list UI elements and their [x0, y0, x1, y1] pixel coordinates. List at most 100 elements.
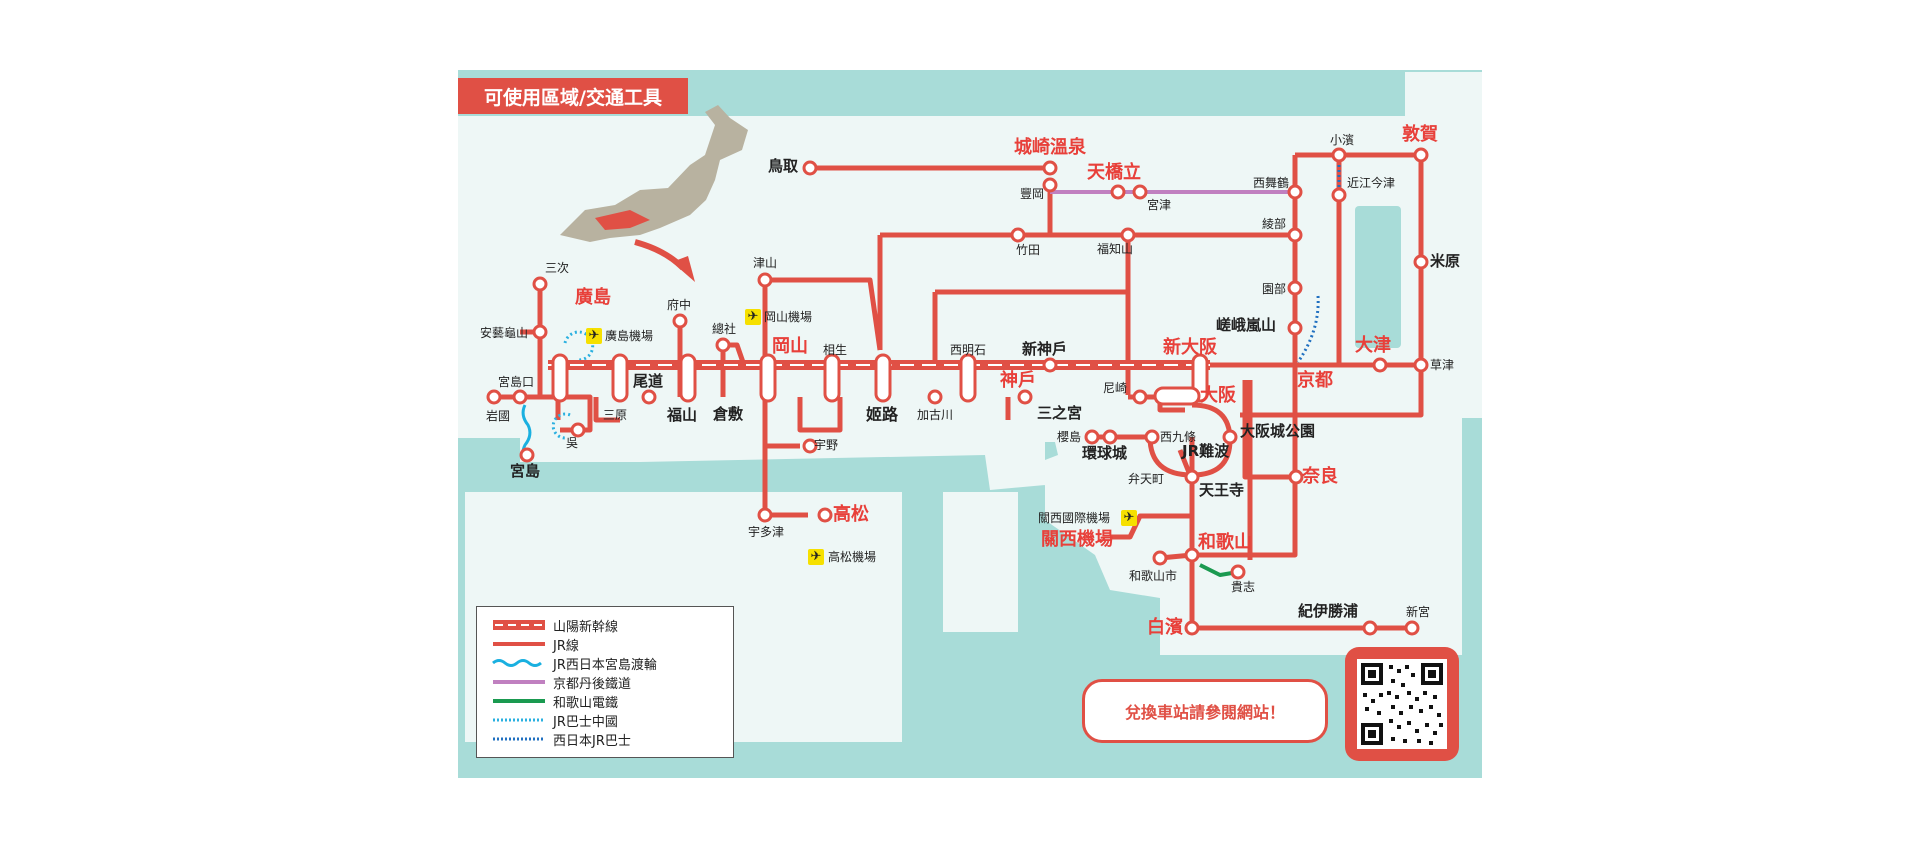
station-marker[interactable]: [715, 337, 731, 353]
station-label-nishi-maizuru[interactable]: 西舞鶴: [1253, 176, 1290, 190]
station-label-miyazu[interactable]: 宮津: [1147, 198, 1172, 212]
station-label-tennoji[interactable]: 天王寺: [1199, 481, 1245, 499]
airport-label-okayama[interactable]: 岡山機場: [764, 310, 813, 324]
station-marker[interactable]: [532, 324, 548, 340]
station-marker[interactable]: [927, 389, 943, 405]
station-label-amagasaki[interactable]: 尼崎: [1103, 381, 1128, 395]
station-label-toyooka[interactable]: 豐岡: [1020, 187, 1045, 201]
station-label-sannomiya[interactable]: 三之宮: [1037, 404, 1083, 422]
station-marker[interactable]: [1372, 357, 1388, 373]
station-marker[interactable]: [1222, 429, 1238, 445]
station-label-kyoto[interactable]: 京都: [1297, 370, 1333, 391]
station-marker[interactable]: [1184, 469, 1200, 485]
station-marker[interactable]: [1042, 160, 1058, 176]
station-marker[interactable]: [1153, 386, 1201, 406]
station-marker[interactable]: [1144, 429, 1160, 445]
station-marker[interactable]: [1413, 147, 1429, 163]
station-label-amanohashidate[interactable]: 天橋立: [1087, 162, 1141, 183]
station-label-kurashiki[interactable]: 倉敷: [713, 405, 744, 423]
station-marker[interactable]: [802, 438, 818, 454]
station-marker[interactable]: [611, 353, 629, 403]
station-label-kansai-airport[interactable]: 關西機場: [1041, 529, 1113, 550]
station-marker[interactable]: [1132, 184, 1148, 200]
station-label-wakayamashi[interactable]: 和歌山市: [1129, 569, 1178, 583]
station-marker[interactable]: [757, 507, 773, 523]
station-label-fuchu[interactable]: 府中: [667, 298, 692, 312]
station-marker[interactable]: [486, 389, 502, 405]
station-label-omi-imazu[interactable]: 近江今津: [1347, 176, 1396, 190]
station-marker[interactable]: [512, 389, 528, 405]
station-label-onomichi[interactable]: 尾道: [633, 372, 664, 390]
station-label-bentencho[interactable]: 弁天町: [1128, 472, 1165, 486]
station-marker[interactable]: [1287, 320, 1303, 336]
station-marker[interactable]: [1084, 429, 1100, 445]
station-marker[interactable]: [959, 353, 977, 403]
station-label-hiroshima[interactable]: 廣島: [575, 287, 611, 308]
station-marker[interactable]: [1010, 227, 1026, 243]
station-marker[interactable]: [1230, 564, 1246, 580]
station-marker[interactable]: [641, 389, 657, 405]
station-marker[interactable]: [1362, 620, 1378, 636]
station-marker[interactable]: [759, 353, 777, 403]
station-label-nara[interactable]: 奈良: [1302, 466, 1338, 487]
station-label-shin-kobe[interactable]: 新神戶: [1022, 340, 1068, 358]
station-label-obama[interactable]: 小濱: [1330, 133, 1355, 147]
station-label-kakogawa[interactable]: 加古川: [917, 408, 954, 422]
station-label-takamatsu[interactable]: 高松: [833, 504, 869, 525]
station-label-uwazu[interactable]: 宇多津: [748, 525, 785, 539]
station-label-osakajo[interactable]: 大阪城公園: [1240, 422, 1316, 440]
station-marker[interactable]: [817, 507, 833, 523]
station-label-osaka[interactable]: 大阪: [1200, 385, 1236, 406]
station-label-nishikujo[interactable]: 西九條: [1160, 430, 1197, 444]
station-marker[interactable]: [1120, 227, 1136, 243]
station-marker[interactable]: [1287, 184, 1303, 200]
station-label-miyoshi[interactable]: 三次: [545, 261, 570, 275]
station-label-saga-arashiyama[interactable]: 嵯峨嵐山: [1216, 316, 1277, 334]
station-marker[interactable]: [532, 276, 548, 292]
station-label-uno[interactable]: 宇野: [814, 438, 839, 452]
station-label-kure[interactable]: 吳: [566, 436, 579, 450]
station-marker[interactable]: [1287, 227, 1303, 243]
airport-label-takamatsu[interactable]: 高松機場: [828, 550, 877, 564]
station-marker[interactable]: [1287, 280, 1303, 296]
station-label-kinosaki[interactable]: 城崎溫泉: [1014, 137, 1086, 158]
station-marker[interactable]: [679, 353, 697, 403]
station-marker[interactable]: [1331, 187, 1347, 203]
station-label-universal[interactable]: 環球城: [1082, 444, 1128, 462]
station-label-maibara[interactable]: 米原: [1430, 252, 1461, 270]
station-label-soja[interactable]: 總社: [712, 322, 737, 336]
station-marker[interactable]: [1102, 429, 1118, 445]
station-label-sonobe[interactable]: 園部: [1262, 282, 1287, 296]
qr-code-icon[interactable]: [1357, 659, 1447, 749]
station-label-aioi[interactable]: 相生: [823, 343, 848, 357]
airport-label-kansai[interactable]: 關西國際機場: [1038, 511, 1111, 525]
station-label-shin-osaka[interactable]: 新大阪: [1163, 337, 1217, 358]
station-marker[interactable]: [1404, 620, 1420, 636]
station-marker[interactable]: [1413, 254, 1429, 270]
station-label-miyajimaguchi[interactable]: 宮島口: [498, 375, 535, 389]
station-label-ayabe[interactable]: 綾部: [1262, 217, 1287, 231]
station-label-tsuyama[interactable]: 津山: [753, 256, 778, 270]
station-label-fukuyama[interactable]: 福山: [667, 406, 698, 424]
station-marker[interactable]: [1184, 547, 1200, 563]
station-marker[interactable]: [551, 353, 569, 403]
station-label-nishi-akashi[interactable]: 西明石: [950, 343, 987, 357]
station-label-miyajima[interactable]: 宮島: [510, 462, 541, 480]
station-marker[interactable]: [672, 313, 688, 329]
station-marker[interactable]: [1017, 389, 1033, 405]
station-marker[interactable]: [1152, 550, 1168, 566]
station-label-shirahama[interactable]: 白濱: [1147, 617, 1183, 638]
station-label-okayama[interactable]: 岡山: [772, 336, 808, 357]
station-marker[interactable]: [1110, 184, 1126, 200]
station-label-kishi[interactable]: 貴志: [1231, 580, 1256, 594]
station-marker[interactable]: [1184, 620, 1200, 636]
station-marker[interactable]: [519, 447, 535, 463]
station-label-shingu[interactable]: 新宮: [1406, 605, 1431, 619]
station-label-tottori[interactable]: 鳥取: [768, 157, 799, 175]
station-label-otsu[interactable]: 大津: [1355, 335, 1391, 356]
airport-label-hiroshima[interactable]: 廣島機場: [605, 329, 654, 343]
station-marker[interactable]: [570, 422, 586, 438]
station-label-kobe[interactable]: 神戶: [1000, 370, 1036, 391]
station-marker[interactable]: [1331, 147, 1347, 163]
station-marker[interactable]: [1042, 177, 1058, 193]
